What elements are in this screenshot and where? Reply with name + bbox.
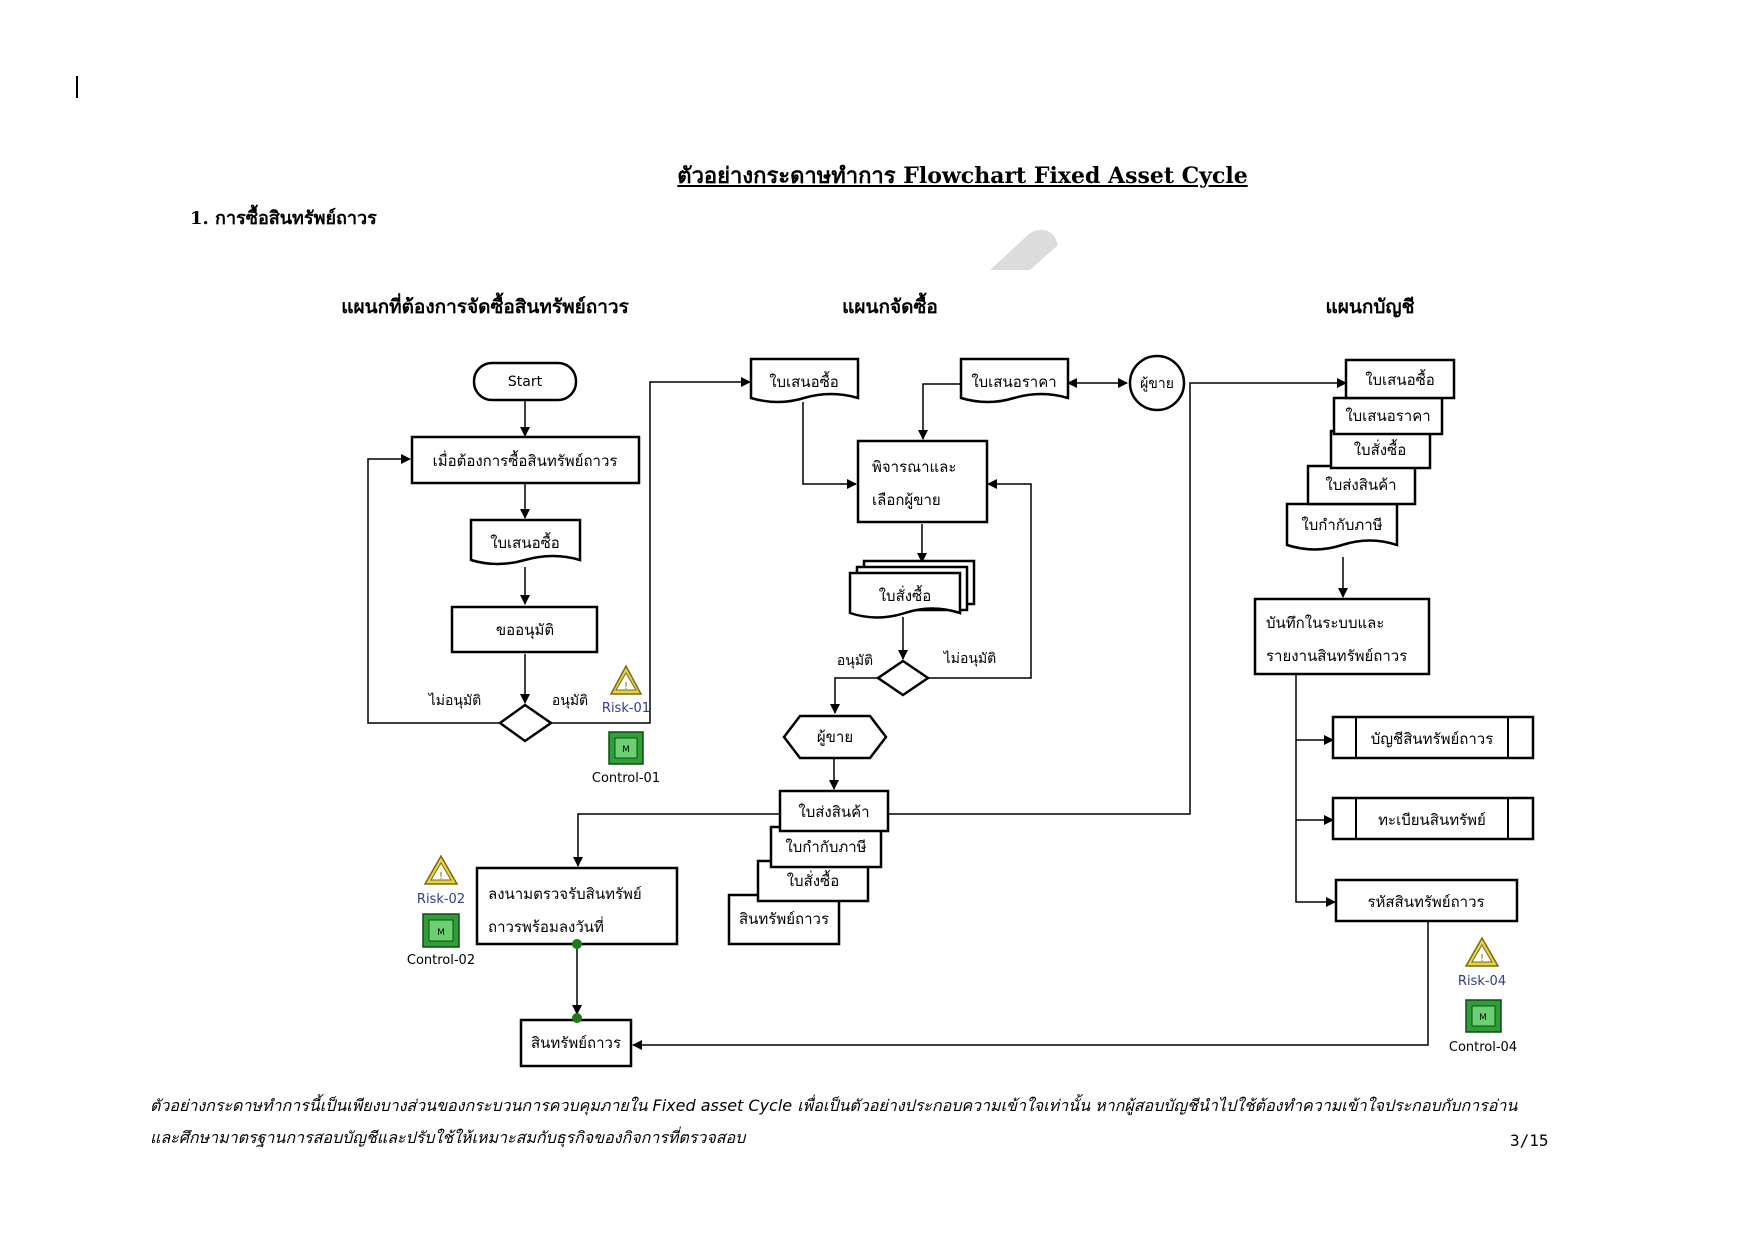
fa-account-label: บัญชีสินทรัพย์ถาวร bbox=[1371, 730, 1494, 748]
ask-approval-label: ขออนุมัติ bbox=[496, 621, 554, 640]
consider-label-2: เลือกผู้ขาย bbox=[872, 491, 941, 509]
po-approval-decision bbox=[875, 659, 931, 697]
purchase-order-copy-label: ใบสั่งซื้อ bbox=[787, 870, 840, 890]
risk-02-label: Risk-02 bbox=[417, 892, 465, 907]
sign-receive-label-2: ถาวรพร้อมลงวันที่ bbox=[488, 916, 604, 936]
delivery-note-doc bbox=[778, 789, 890, 833]
start-label: Start bbox=[508, 374, 543, 390]
purchase-order-document-stack bbox=[848, 571, 962, 619]
ask-approval-process bbox=[450, 605, 599, 654]
purchase-order-stack-doc bbox=[1329, 429, 1432, 470]
quotation-label: ใบเสนอราคา bbox=[971, 373, 1056, 391]
consider-vendor-process bbox=[856, 439, 989, 524]
not-approved-label: ไม่อนุมัติ bbox=[428, 692, 482, 709]
lane-title-purchasing: แผนกจัดซื้อ bbox=[842, 296, 938, 318]
delivery-note-label: ใบส่งสินค้า bbox=[798, 803, 869, 821]
footer-line-2: และศึกษามาตรฐานการสอบบัญชีและปรับใช้ให้เ… bbox=[150, 1128, 746, 1147]
fa-code-label: รหัสสินทรัพย์ถาวร bbox=[1367, 893, 1484, 911]
acc-doc-purchase-request: ใบเสนอซื้อ bbox=[1365, 369, 1435, 389]
text-cursor-mark bbox=[76, 76, 78, 98]
record-label-2: รายงานสินทรัพย์ถาวร bbox=[1266, 647, 1407, 665]
fixed-asset-stack-label: สินทรัพย์ถาวร bbox=[739, 910, 829, 928]
svg-text:!: ! bbox=[1480, 953, 1484, 964]
need-purchase-label: เมื่อต้องการซื้อสินทรัพย์ถาวร bbox=[433, 450, 618, 470]
vendor-hexagon-label: ผู้ขาย bbox=[817, 728, 853, 746]
svg-text:M: M bbox=[622, 745, 630, 755]
sign-receive-process bbox=[475, 866, 679, 946]
risk-02-marker: ! Risk-02 bbox=[417, 854, 465, 907]
quotation-document bbox=[959, 357, 1070, 404]
acc-doc-tax-invoice: ใบกำกับภาษี bbox=[1301, 516, 1382, 534]
acc-doc-delivery-note: ใบส่งสินค้า bbox=[1325, 476, 1396, 494]
fa-code-process bbox=[1334, 878, 1519, 923]
section-heading: 1. การซื้อสินทรัพย์ถาวร bbox=[190, 208, 377, 229]
quotation-stack-doc bbox=[1332, 396, 1444, 436]
approved-label: อนุมัติ bbox=[552, 693, 588, 709]
fa-account-predefined bbox=[1331, 715, 1535, 760]
fa-register-label: ทะเบียนสินทรัพย์ bbox=[1378, 811, 1486, 829]
vendor-connector bbox=[1128, 354, 1186, 412]
control-04-marker: M Control-04 bbox=[1449, 999, 1517, 1055]
svg-text:M: M bbox=[1479, 1013, 1487, 1023]
purchase-request-label-2: ใบเสนอซื้อ bbox=[769, 371, 839, 391]
purchase-request-document bbox=[469, 518, 582, 566]
page-title: ตัวอย่างกระดาษทำการ Flowchart Fixed Asse… bbox=[677, 163, 1248, 189]
acc-doc-purchase-order: ใบสั่งซื้อ bbox=[1354, 439, 1407, 459]
page-number: 3/15 bbox=[1510, 1131, 1549, 1150]
po-not-approved-label: ไม่อนุมัติ bbox=[943, 650, 997, 667]
need-purchase-process bbox=[410, 435, 641, 485]
po-approved-label: อนุมัติ bbox=[837, 653, 873, 669]
connector-dot-top bbox=[572, 939, 582, 949]
control-04-label: Control-04 bbox=[1449, 1040, 1517, 1055]
purchase-request-stack-doc bbox=[1344, 358, 1456, 400]
footer-line-1: ตัวอย่างกระดาษทำการนี้เป็นเพียงบางส่วนขอ… bbox=[150, 1096, 1518, 1115]
control-01-marker: M Control-01 bbox=[592, 731, 660, 786]
record-system-process bbox=[1253, 597, 1431, 676]
acc-doc-quotation: ใบเสนอราคา bbox=[1345, 407, 1430, 425]
control-02-marker: M Control-02 bbox=[407, 913, 475, 968]
risk-04-label: Risk-04 bbox=[1458, 974, 1506, 989]
fixed-asset-label: สินทรัพย์ถาวร bbox=[531, 1034, 621, 1052]
sign-receive-label-1: ลงนามตรวจรับสินทรัพย์ bbox=[488, 885, 642, 903]
footer-note: ตัวอย่างกระดาษทำการนี้เป็นเพียงบางส่วนขอ… bbox=[150, 1090, 1590, 1154]
vendor-connector-label: ผู้ขาย bbox=[1140, 376, 1174, 392]
risk-01-label: Risk-01 bbox=[602, 701, 650, 716]
purchase-request-label: ใบเสนอซื้อ bbox=[490, 532, 560, 552]
tax-invoice-doc bbox=[769, 825, 883, 869]
vendor-hexagon bbox=[782, 714, 888, 760]
purchase-request-document-2 bbox=[749, 357, 860, 404]
risk-04-marker: ! Risk-04 bbox=[1458, 936, 1506, 989]
tax-invoice-stack-doc bbox=[1285, 502, 1399, 551]
purchase-order-label: ใบสั่งซื้อ bbox=[879, 585, 932, 605]
start-terminator bbox=[472, 361, 578, 402]
fa-register-predefined bbox=[1331, 796, 1535, 841]
delivery-note-stack-doc bbox=[1306, 464, 1417, 506]
decorative-shape bbox=[990, 229, 1058, 270]
control-01-label: Control-01 bbox=[592, 771, 660, 786]
approval-decision bbox=[497, 703, 554, 743]
risk-01-marker: ! Risk-01 bbox=[602, 664, 650, 716]
consider-label-1: พิจารณาและ bbox=[872, 458, 956, 476]
lane-title-requesting: แผนกที่ต้องการจัดซื้อสินทรัพย์ถาวร bbox=[341, 296, 629, 318]
svg-text:M: M bbox=[437, 928, 445, 938]
connector-dot-bottom bbox=[572, 1013, 582, 1023]
record-label-1: บันทึกในระบบและ bbox=[1266, 614, 1384, 632]
lane-title-accounting: แผนกบัญชี bbox=[1325, 296, 1415, 318]
tax-invoice-label: ใบกำกับภาษี bbox=[785, 838, 866, 856]
control-02-label: Control-02 bbox=[407, 953, 475, 968]
svg-text:!: ! bbox=[439, 871, 443, 882]
svg-text:!: ! bbox=[624, 681, 628, 692]
